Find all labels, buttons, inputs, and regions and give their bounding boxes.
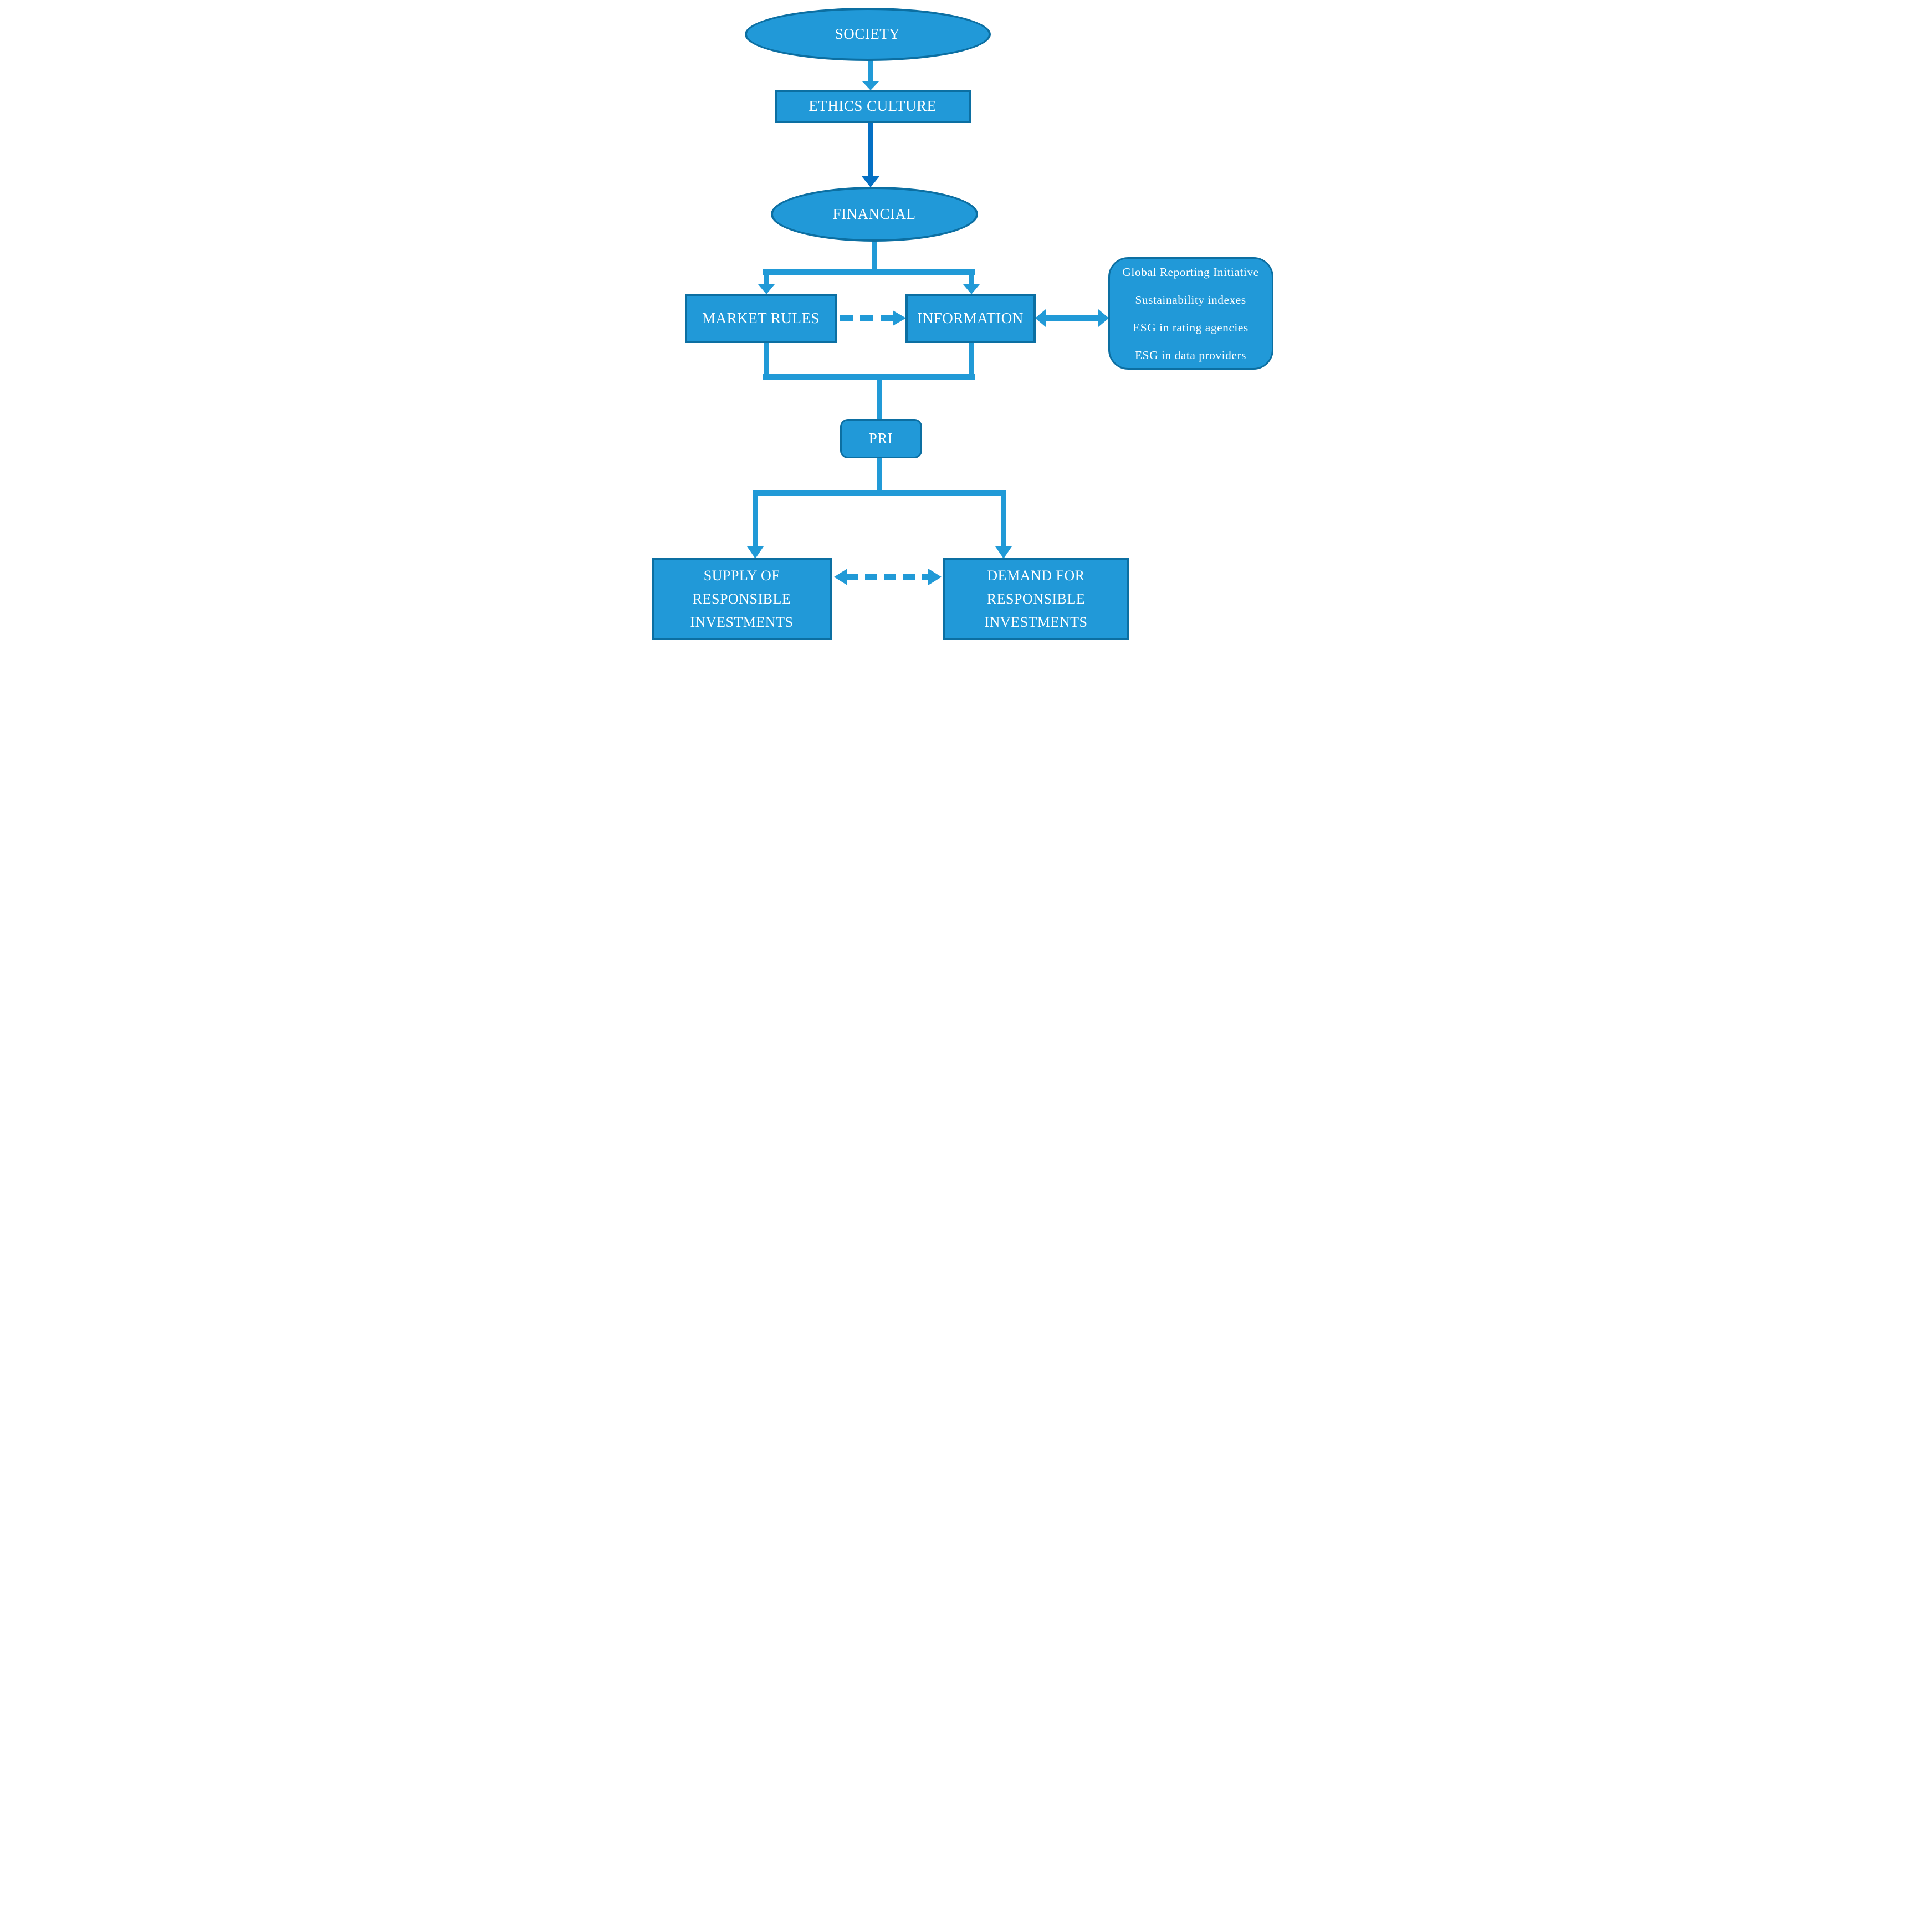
esg-line-gri: Global Reporting Initiative (1122, 265, 1259, 279)
demand-label-line-3: INVESTMENTS (984, 614, 1088, 630)
double-arrow-information-esg-left-head (1035, 309, 1046, 327)
supply-label-line-3: INVESTMENTS (690, 614, 794, 630)
supply-label-line-1: SUPPLY OF (703, 568, 780, 584)
dashed-double-arrow-supply-demand-left-head (833, 569, 847, 585)
arrow-branch-to-demand-head (995, 546, 1012, 559)
supply-label-line-2: RESPONSIBLE (692, 591, 791, 607)
arrow-ethics-to-financial-head (861, 176, 880, 187)
society-label: SOCIETY (835, 25, 900, 43)
information-node: INFORMATION (905, 294, 1036, 343)
demand-label-line-1: DEMAND FOR (987, 568, 1085, 584)
flowchart-canvas: INFORMATION --> DEMAND --> SOCIETY ETHIC… (643, 0, 1286, 644)
esg-line-data-providers: ESG in data providers (1135, 348, 1246, 362)
market-rules-label: MARKET RULES (702, 309, 820, 326)
double-arrow-information-esg-right-head (1098, 309, 1109, 327)
pri-node: PRI (840, 419, 922, 458)
connector-layer: INFORMATION --> DEMAND --> (746, 60, 1109, 585)
esg-sources-panel: Global Reporting Initiative Sustainabili… (1108, 257, 1273, 370)
esg-line-sustainability-indexes: Sustainability indexes (1135, 293, 1246, 306)
ethics-culture-label: ETHICS CULTURE (809, 98, 937, 115)
arrow-branch-to-supply-head (746, 546, 764, 559)
society-node: SOCIETY (744, 8, 991, 61)
demand-label-line-2: RESPONSIBLE (986, 591, 1086, 607)
market-rules-node: MARKET RULES (684, 294, 837, 343)
demand-node: DEMAND FOR RESPONSIBLE INVESTMENTS (943, 558, 1129, 640)
arrow-branch-to-information-head (963, 284, 980, 294)
financial-node: FINANCIAL (770, 187, 978, 242)
pri-label: PRI (868, 430, 893, 447)
supply-node: SUPPLY OF RESPONSIBLE INVESTMENTS (651, 558, 832, 640)
esg-line-rating-agencies: ESG in rating agencies (1133, 320, 1249, 334)
arrow-branch-to-market-head (758, 284, 775, 294)
information-label: INFORMATION (917, 309, 1024, 326)
dashed-double-arrow-supply-demand-right-head (928, 569, 942, 585)
financial-label: FINANCIAL (832, 205, 916, 222)
ethics-culture-node: ETHICS CULTURE (774, 90, 971, 123)
dashed-arrow-market-to-information-head (892, 310, 906, 326)
arrow-society-to-ethics-head (861, 81, 879, 90)
